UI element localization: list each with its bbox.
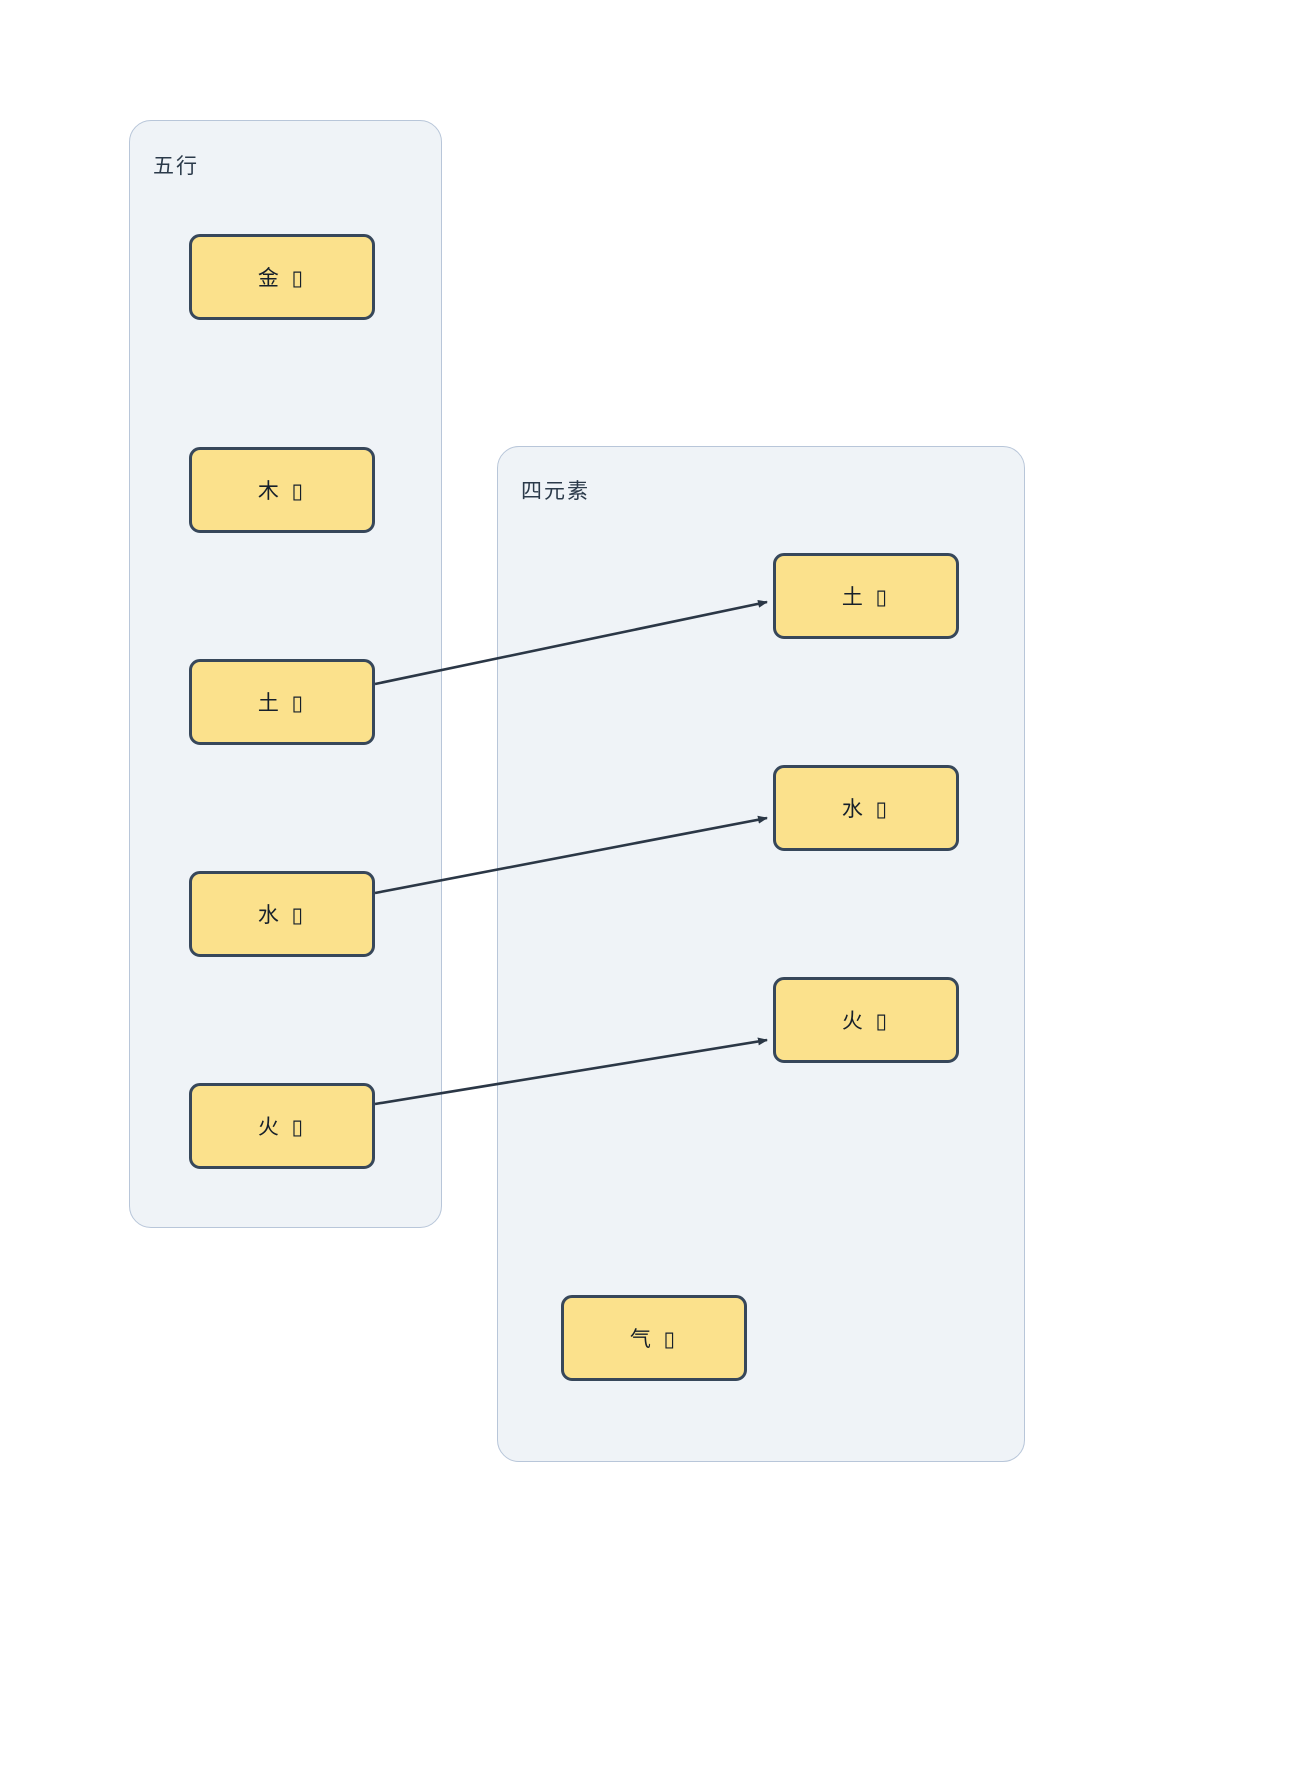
- node-element-huo[interactable]: 火 ▯: [773, 977, 959, 1063]
- node-element-qi[interactable]: 气 ▯: [561, 1295, 747, 1381]
- cluster-siyuansu-label: 四元素: [521, 479, 590, 503]
- node-label: 水 ▯: [257, 903, 307, 927]
- node-label: 火 ▯: [257, 1115, 307, 1139]
- node-label: 水 ▯: [841, 797, 891, 821]
- node-element-tu[interactable]: 土 ▯: [773, 553, 959, 639]
- node-wuxing-huo[interactable]: 火 ▯: [189, 1083, 375, 1169]
- node-element-shui[interactable]: 水 ▯: [773, 765, 959, 851]
- cluster-wuxing-label: 五行: [153, 154, 199, 178]
- node-wuxing-jin[interactable]: 金 ▯: [189, 234, 375, 320]
- node-label: 土 ▯: [257, 691, 307, 715]
- node-label: 木 ▯: [257, 479, 307, 503]
- node-wuxing-shui[interactable]: 水 ▯: [189, 871, 375, 957]
- node-wuxing-tu[interactable]: 土 ▯: [189, 659, 375, 745]
- node-label: 土 ▯: [841, 585, 891, 609]
- node-label: 气 ▯: [629, 1327, 679, 1351]
- node-label: 金 ▯: [257, 266, 307, 290]
- node-label: 火 ▯: [841, 1009, 891, 1033]
- node-wuxing-mu[interactable]: 木 ▯: [189, 447, 375, 533]
